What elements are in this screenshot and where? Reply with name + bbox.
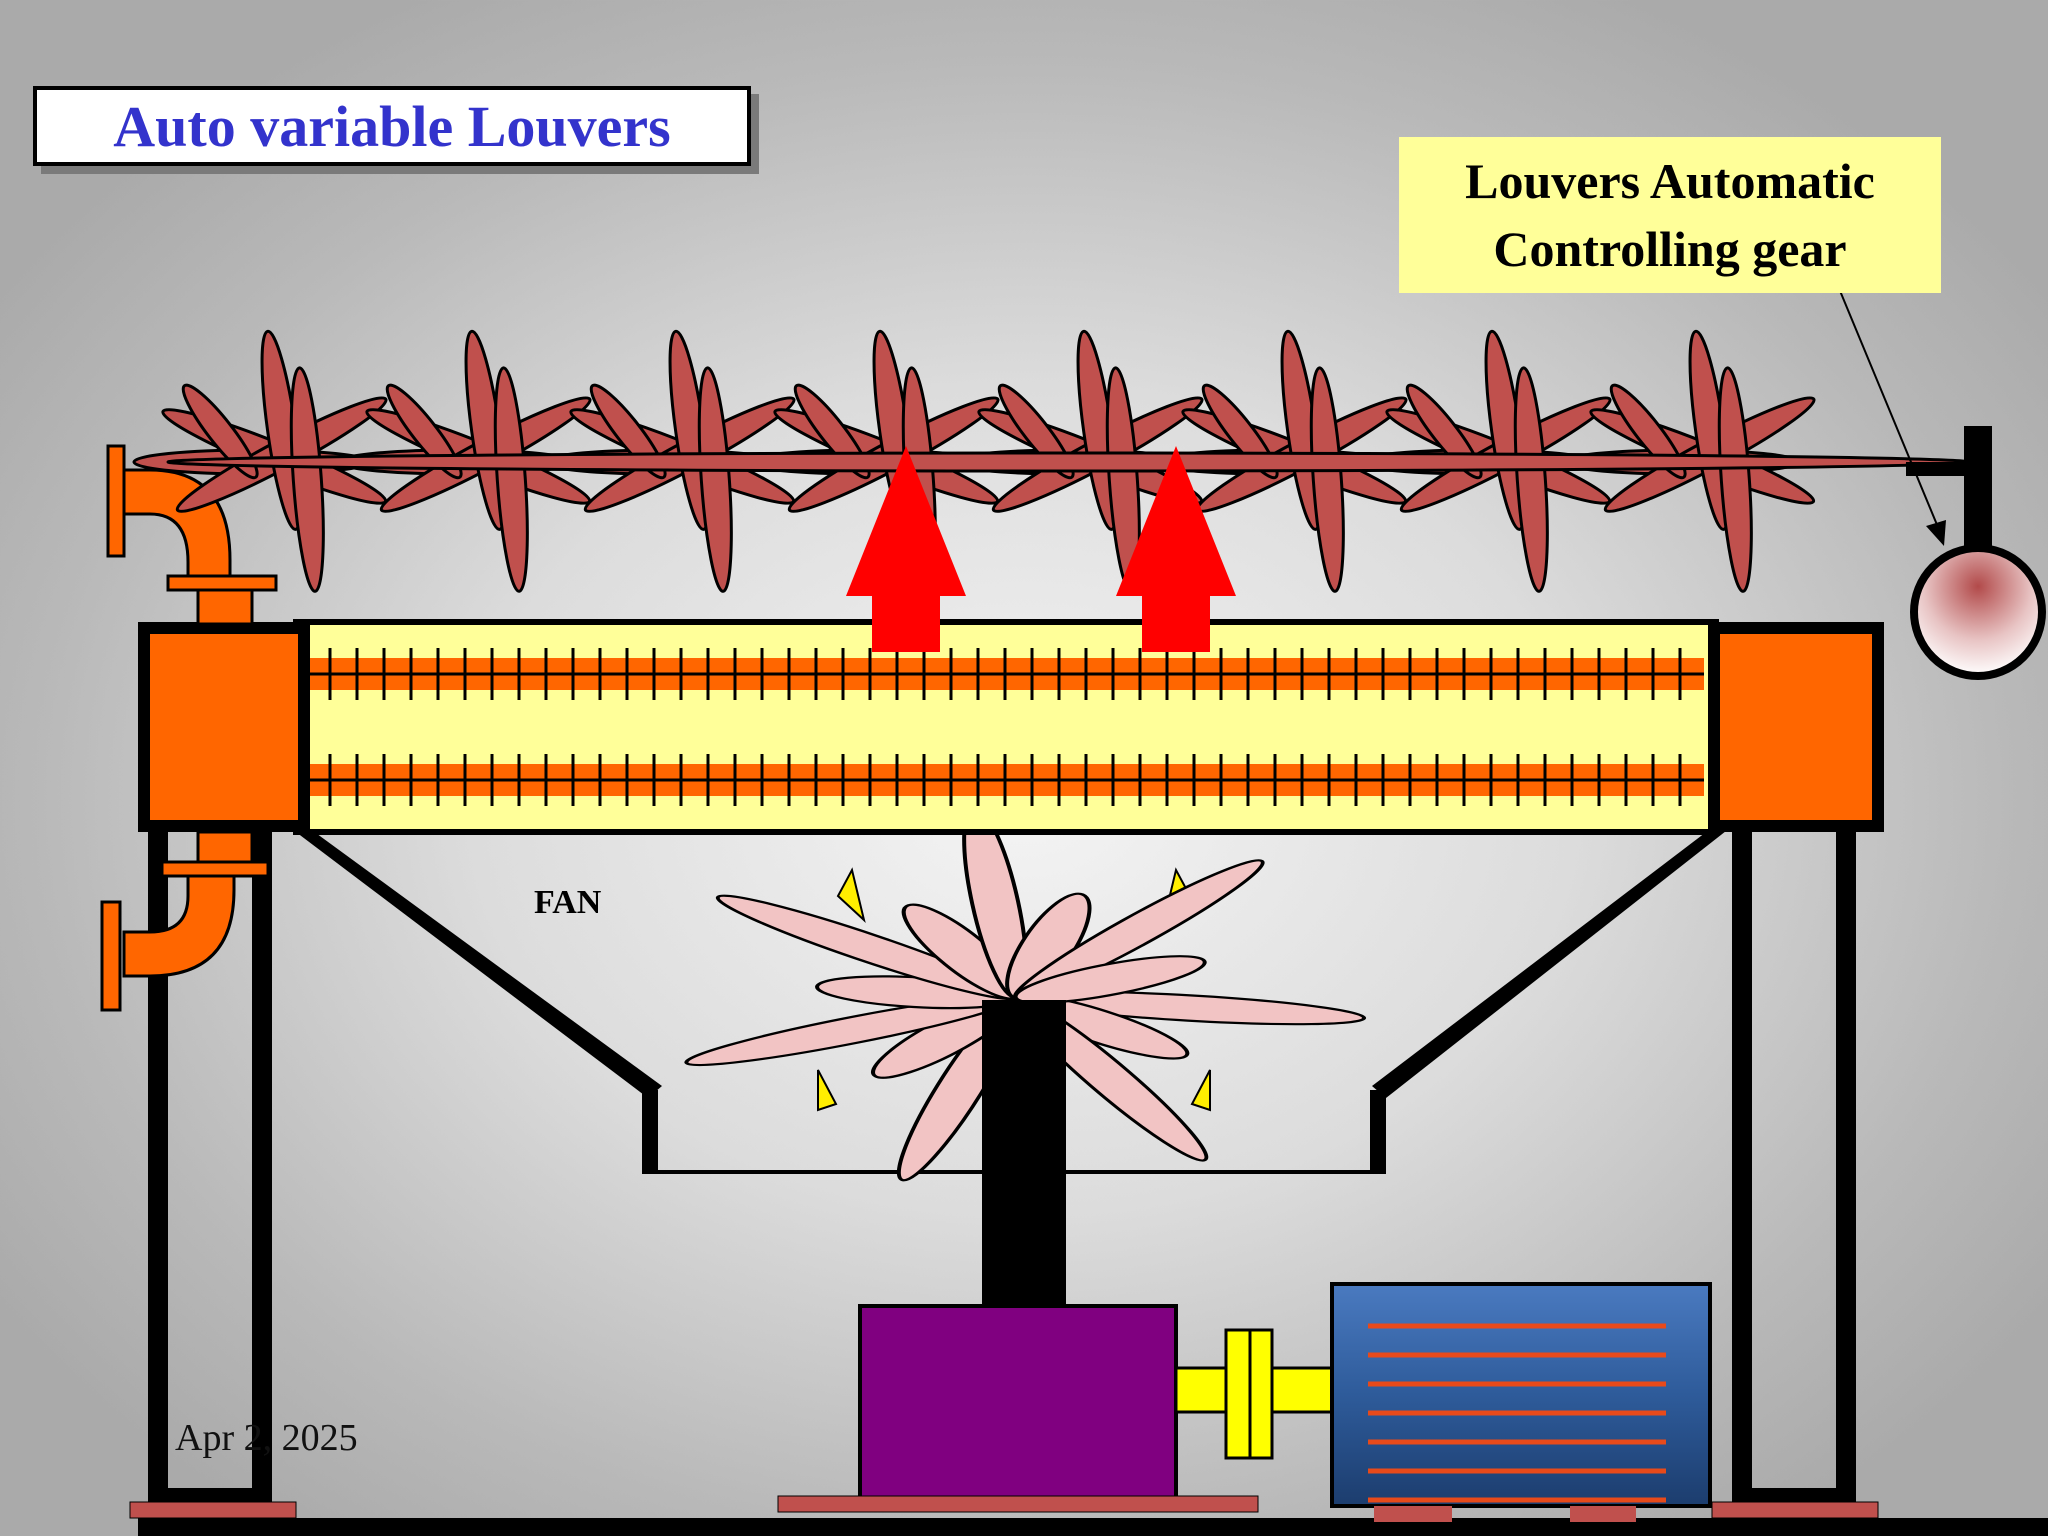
louver-control-rod: [1906, 462, 1978, 476]
coupling-flange-right: [1248, 1328, 1274, 1460]
right-support-leg-outer: [1732, 820, 1752, 1500]
louver-controlling-gear: [1910, 544, 2046, 680]
fan-hub-accent-lower-left: [817, 1069, 838, 1112]
airflow-arrow-left: [846, 446, 966, 652]
finned-tubes: [310, 648, 1704, 806]
title-box: Auto variable Louvers: [33, 86, 751, 166]
motor-foot-left: [1374, 1506, 1452, 1522]
left-footing: [129, 1501, 297, 1519]
page-title: Auto variable Louvers: [113, 93, 671, 159]
callout-line-1: Louvers Automatic: [1465, 153, 1875, 209]
right-support-leg-inner: [1836, 820, 1856, 1500]
left-shroud-brace: [280, 820, 662, 1098]
callout-pointer-arrowhead: [1926, 520, 1946, 546]
fan-hub-accent-left: [836, 867, 866, 923]
fan-shroud-right-post: [1370, 1090, 1386, 1174]
airflow-arrow-right: [1116, 446, 1236, 652]
callout-line-2: Controlling gear: [1493, 221, 1847, 277]
callout-box: Louvers Automatic Controlling gear: [1399, 137, 1941, 293]
footer-date: Apr 2, 2025: [175, 1417, 358, 1459]
fan-label: FAN: [534, 884, 602, 921]
coupling-flange-left: [1224, 1328, 1252, 1460]
gearbox-base: [777, 1495, 1259, 1513]
right-footing: [1711, 1501, 1879, 1519]
callout-pointer-line: [1837, 285, 1941, 533]
fan-blade: [1013, 955, 1207, 1004]
right-shroud-brace: [1372, 820, 1740, 1098]
inlet-header-fill: [150, 634, 298, 820]
left-support-leg-inner: [252, 820, 272, 1500]
louver-linkage-rod: [166, 451, 1970, 473]
left-leg-crossbar: [148, 1488, 272, 1502]
right-leg-crossbar: [1732, 1488, 1856, 1502]
left-support-leg-outer: [148, 820, 168, 1500]
outlet-pipe: [100, 830, 270, 1012]
fan-hub-accent-lower-right: [1190, 1069, 1211, 1112]
louver-control-post: [1964, 426, 1992, 556]
outlet-header-fill: [1720, 634, 1872, 820]
ground-line: [138, 1518, 2048, 1536]
fan-shroud-left-post: [642, 1090, 658, 1174]
fan-shaft: [982, 1000, 1066, 1306]
gearbox: [858, 1304, 1178, 1500]
motor-foot-right: [1570, 1506, 1636, 1522]
motor-cooling-fins: [1368, 1323, 1666, 1503]
louver-array: [132, 329, 1970, 593]
